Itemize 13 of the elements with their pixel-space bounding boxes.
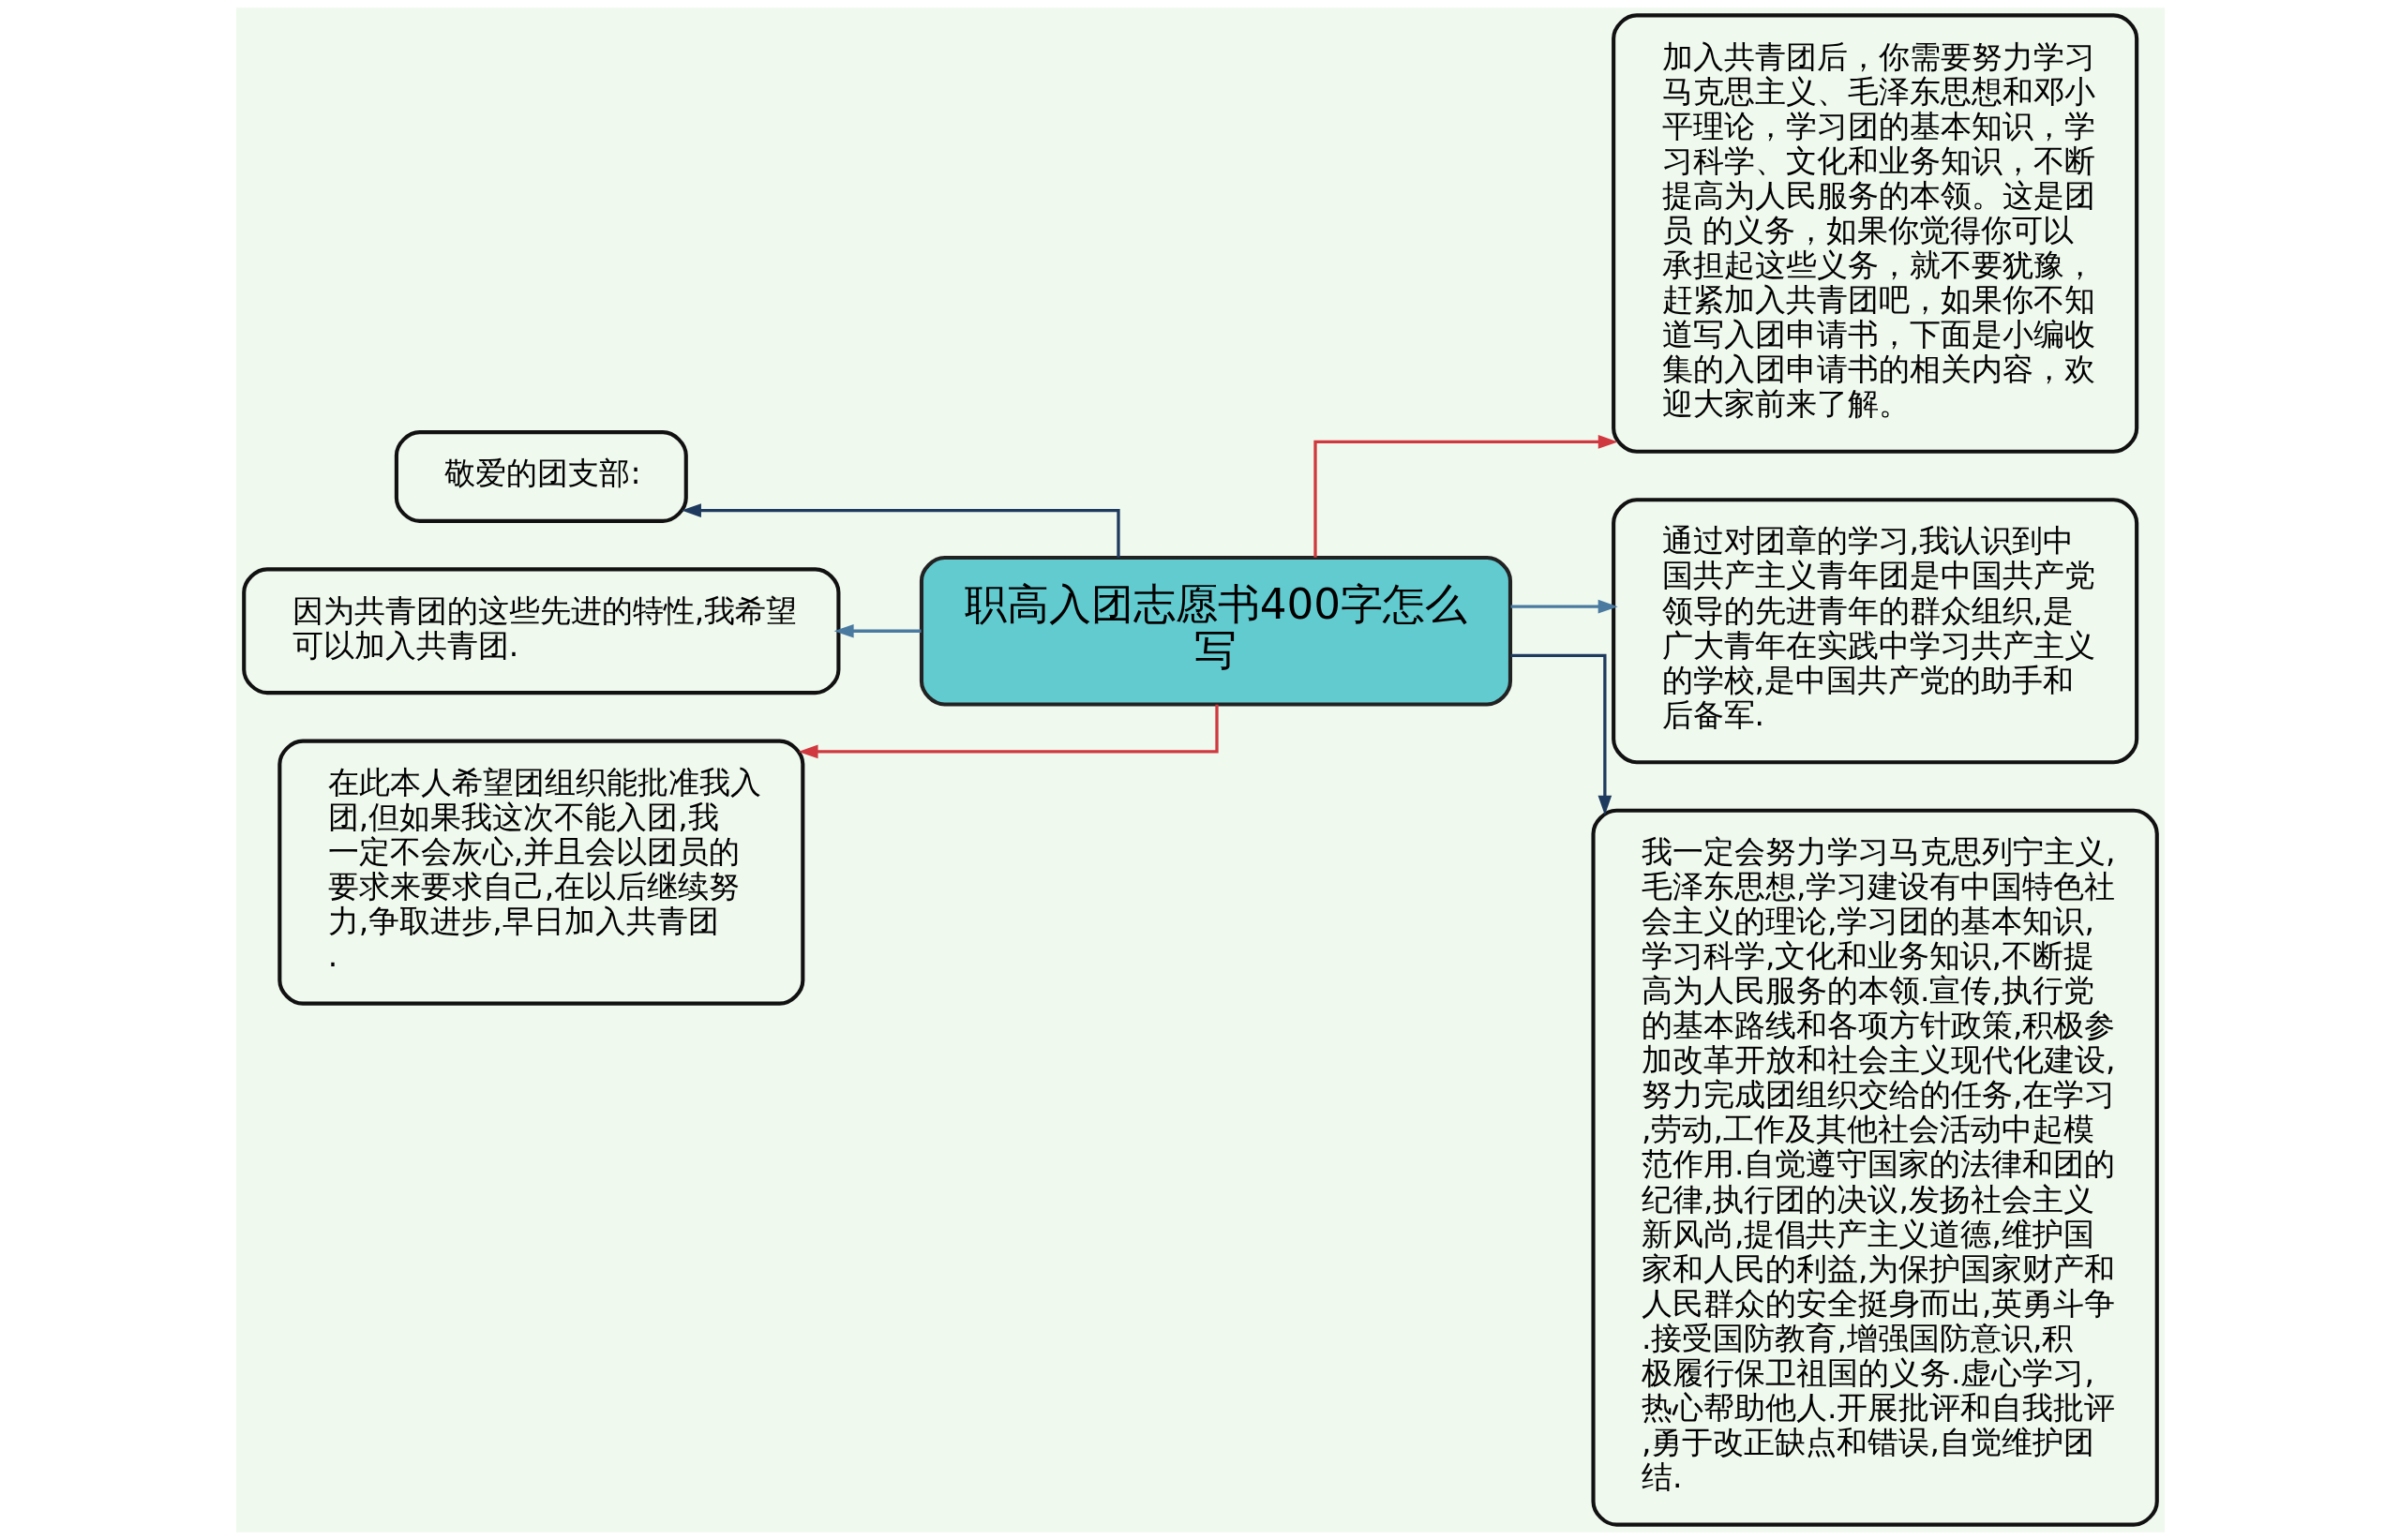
- node-box: 加入共青团后，你需要努力学习马克思主义、毛泽东思想和邓小平理论，学习团的基本知识，学习科学、文化和业务知识，不断提高为人民服务的本领。这是团员 的义务，如果你觉得你可以承担起这些义务，就不要犹豫，赶紧加入共青团吧，如果你不知道写入团申请书，下面是小编收集的入团申请书的相关内容，欢迎大家前来了解。: [1611, 13, 2138, 454]
- node-box: 我一定会努力学习马克思列宁主义,毛泽东思想,学习建设有中国特色社会主义的理论,学习团的基本知识,学习科学,文化和业务知识,不断提高为人民服务的本领.宣传,执行党的基本路线和各项方针政策,积极参加改革开放和社会主义现代化建设,努力完成团组织交给的任务,在学习,劳动,工作及其他社会活动中起模范作用.自觉遵守国家的法律和团的纪律,执行团的决议,发扬社会主义新风尚,提倡共产主义道德,维护国家和人民的利益,为保护国家财产和人民群众的安全挺身而出,英勇斗争.接受国防教育,增强国防意识,积极履行保卫祖国的义务.虚心学习,热心帮助他人.开展批评和自我批评,勇于改正缺点和错误,自觉维护团结.: [1590, 808, 2159, 1527]
- arrow: [1510, 599, 1618, 614]
- node-box: 职高入团志愿书400字怎么写: [919, 555, 1512, 707]
- arrow: [1509, 653, 1612, 815]
- node-box: 敬爱的团支部:: [394, 430, 688, 523]
- arrow: [833, 623, 921, 638]
- arrow: [1312, 435, 1618, 558]
- node-box: 因为共青团的这些先进的特性,我希望可以加入共青团.: [241, 567, 840, 695]
- arrow: [681, 503, 1120, 558]
- node-box: 在此本人希望团组织能批准我入团,但如果我这次不能入团,我一定不会灰心,并且会以团员的要求来要求自己,在以后继续努力,争取进步,早日加入共青团.: [277, 739, 804, 1006]
- arrow: [798, 704, 1219, 759]
- node-box: 通过对团章的学习,我认识到中国共产主义青年团是中国共产党领导的先进青年的群众组织,是广大青年在实践中学习共产主义的学校,是中国共产党的助手和后备军.: [1611, 498, 2138, 765]
